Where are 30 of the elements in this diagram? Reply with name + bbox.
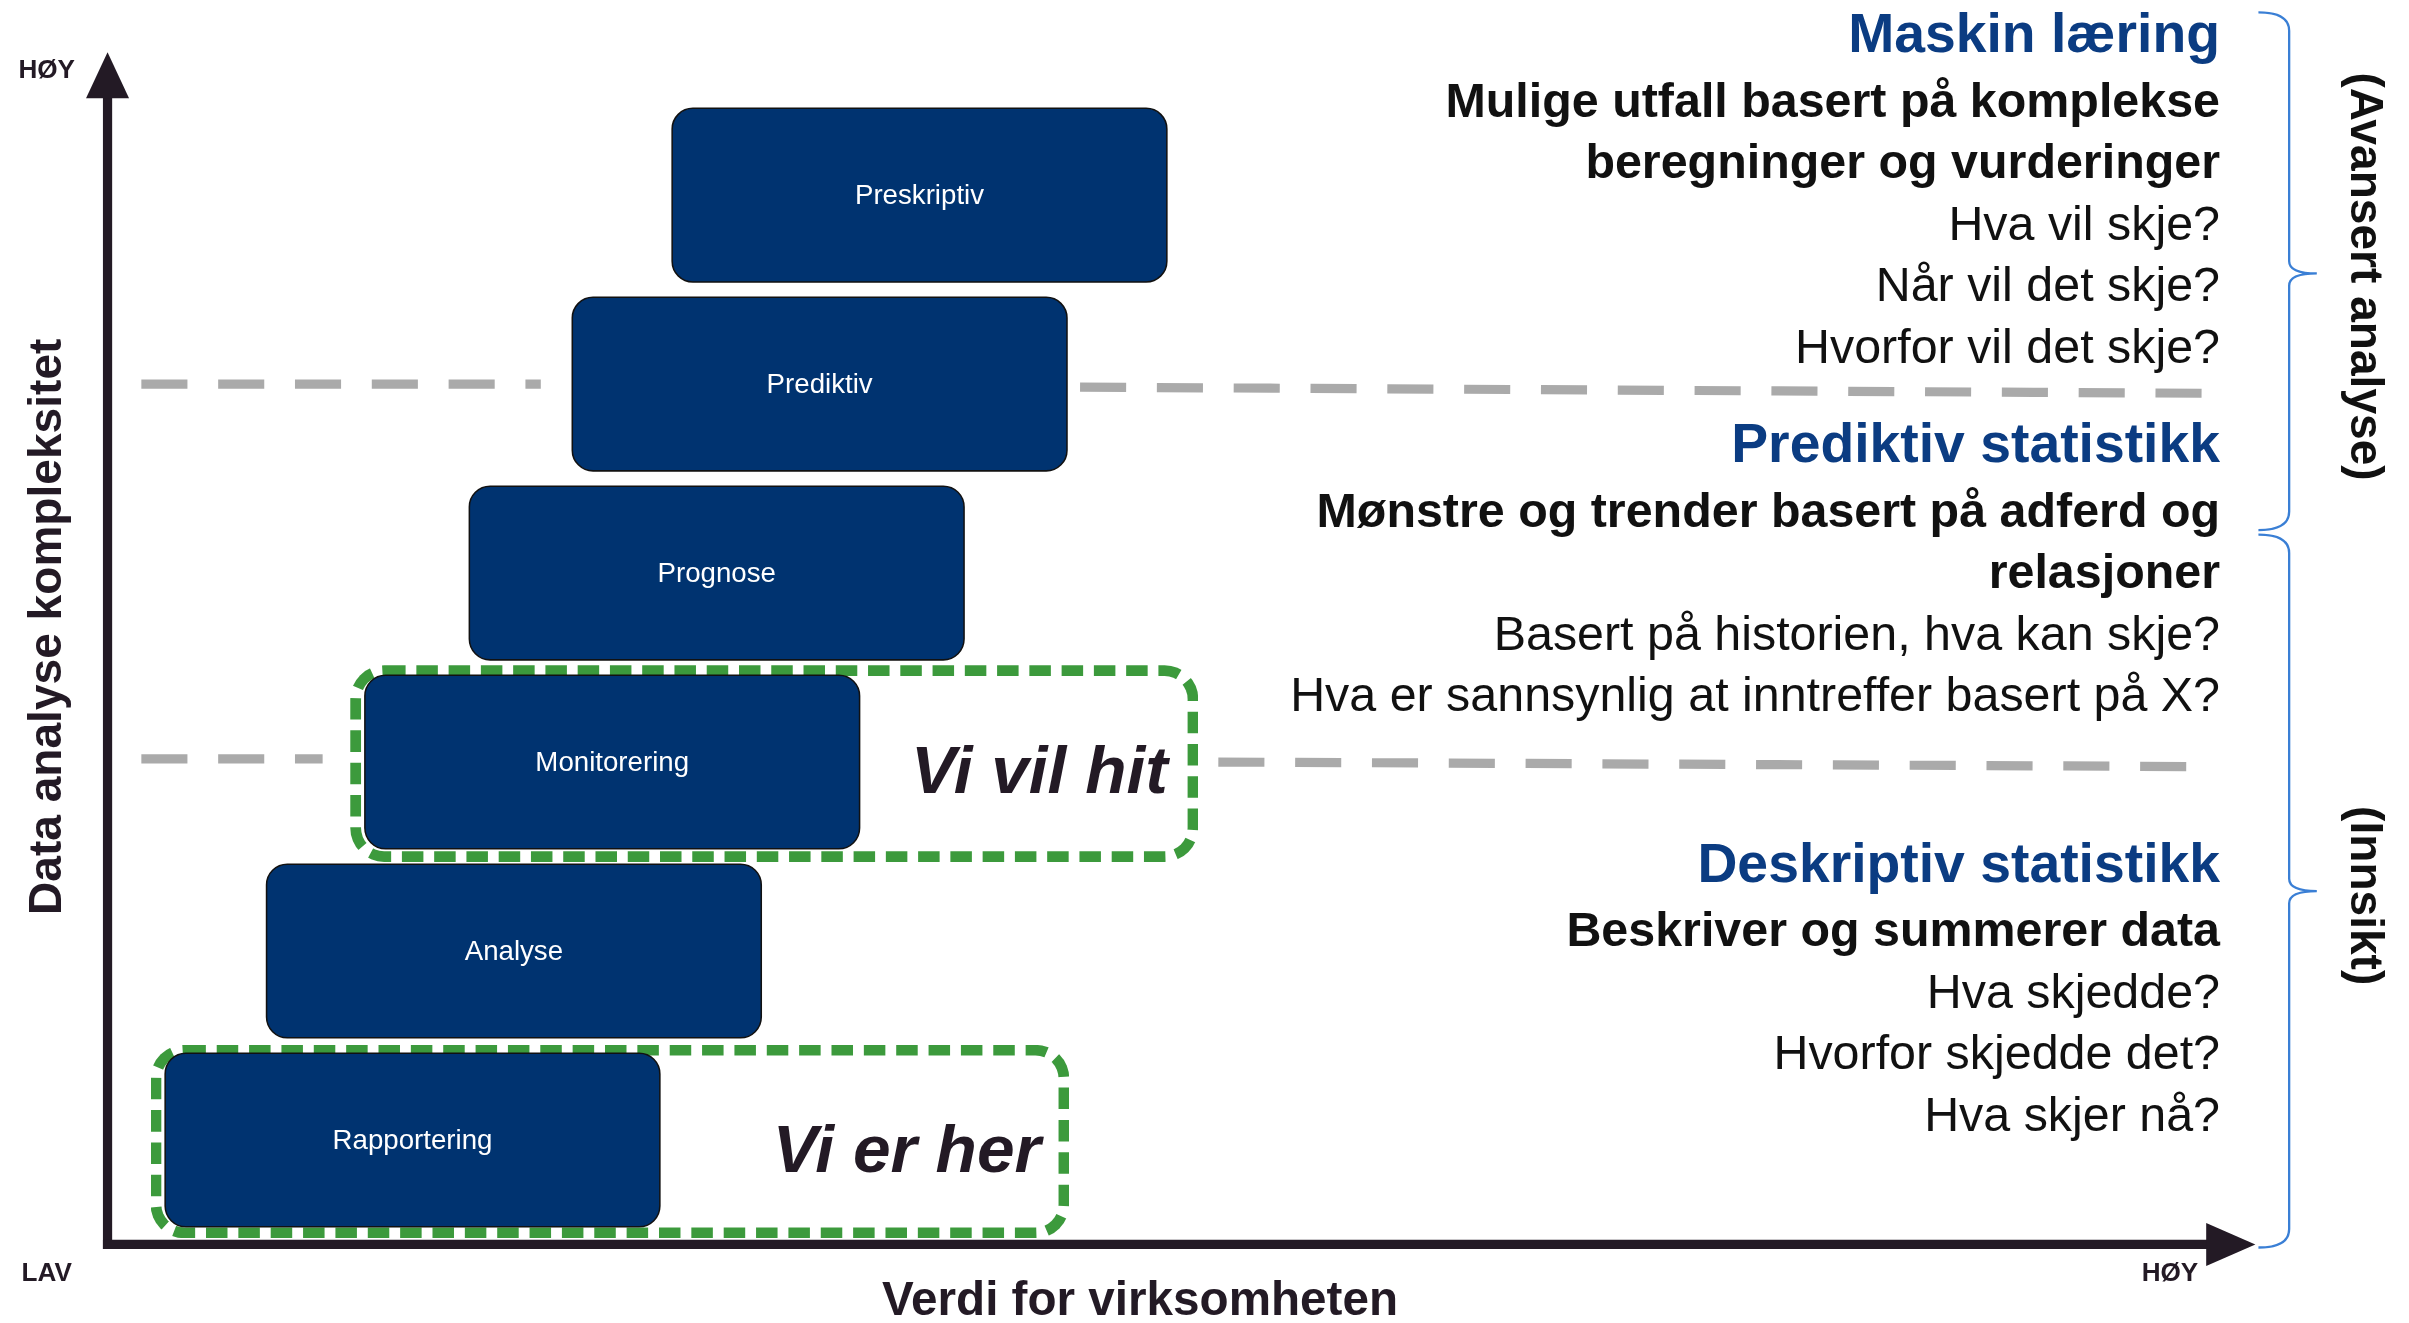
section-summary: Mulige utfall basert på komplekse beregninger og vurderinger [1444, 71, 2221, 191]
axis-end-label: LAV [21, 1258, 72, 1289]
step-box: Prediktiv [571, 296, 1068, 472]
section-summary: Beskriver og summerer data [1565, 900, 2221, 960]
dashed-region [150, 1044, 1070, 1239]
step-box: Rapportering [164, 1052, 661, 1228]
section-summary: Mønstre og trender basert på adferd og relasjoner [1315, 481, 2221, 602]
question-text: Hva er sannsynlig at inntreffer basert på X? [1289, 665, 2221, 725]
region-label: Vi vil hit [911, 731, 1168, 809]
question-text: Når vil det skje? [1874, 255, 2221, 314]
question-text: Hva skjer nå? [1923, 1085, 2221, 1144]
axis-title: Data analyse kompleksitet [19, 338, 72, 916]
axis-end-label: HØY [18, 55, 76, 87]
step-box: Analyse [265, 863, 763, 1039]
step-box: Preskriptiv [671, 107, 1168, 283]
question-text: Basert på historien, hva kan skje? [1492, 604, 2221, 663]
step-box: Monitorering [364, 674, 861, 850]
question-text: Hvorfor vil det skje? [1794, 317, 2221, 376]
step-box: Prognose [468, 485, 965, 661]
section-heading: Prediktiv statistikk [1730, 413, 2221, 475]
section-heading: Maskin læring [1847, 3, 2221, 65]
question-text: Hvorfor skjedde det? [1772, 1023, 2221, 1083]
bracket-label: (Avansert analyse) [2340, 72, 2393, 481]
dashed-region [350, 665, 1199, 862]
axis-title: Verdi for virksomheten [881, 1272, 1399, 1323]
question-text: Hva vil skje? [1947, 194, 2221, 253]
axis-end-label: HØY [2141, 1258, 2199, 1289]
section-heading: Deskriptiv statistikk [1696, 832, 2221, 895]
bracket-label: (Innsikt) [2340, 806, 2393, 986]
question-text: Hva skjedde? [1925, 962, 2221, 1021]
